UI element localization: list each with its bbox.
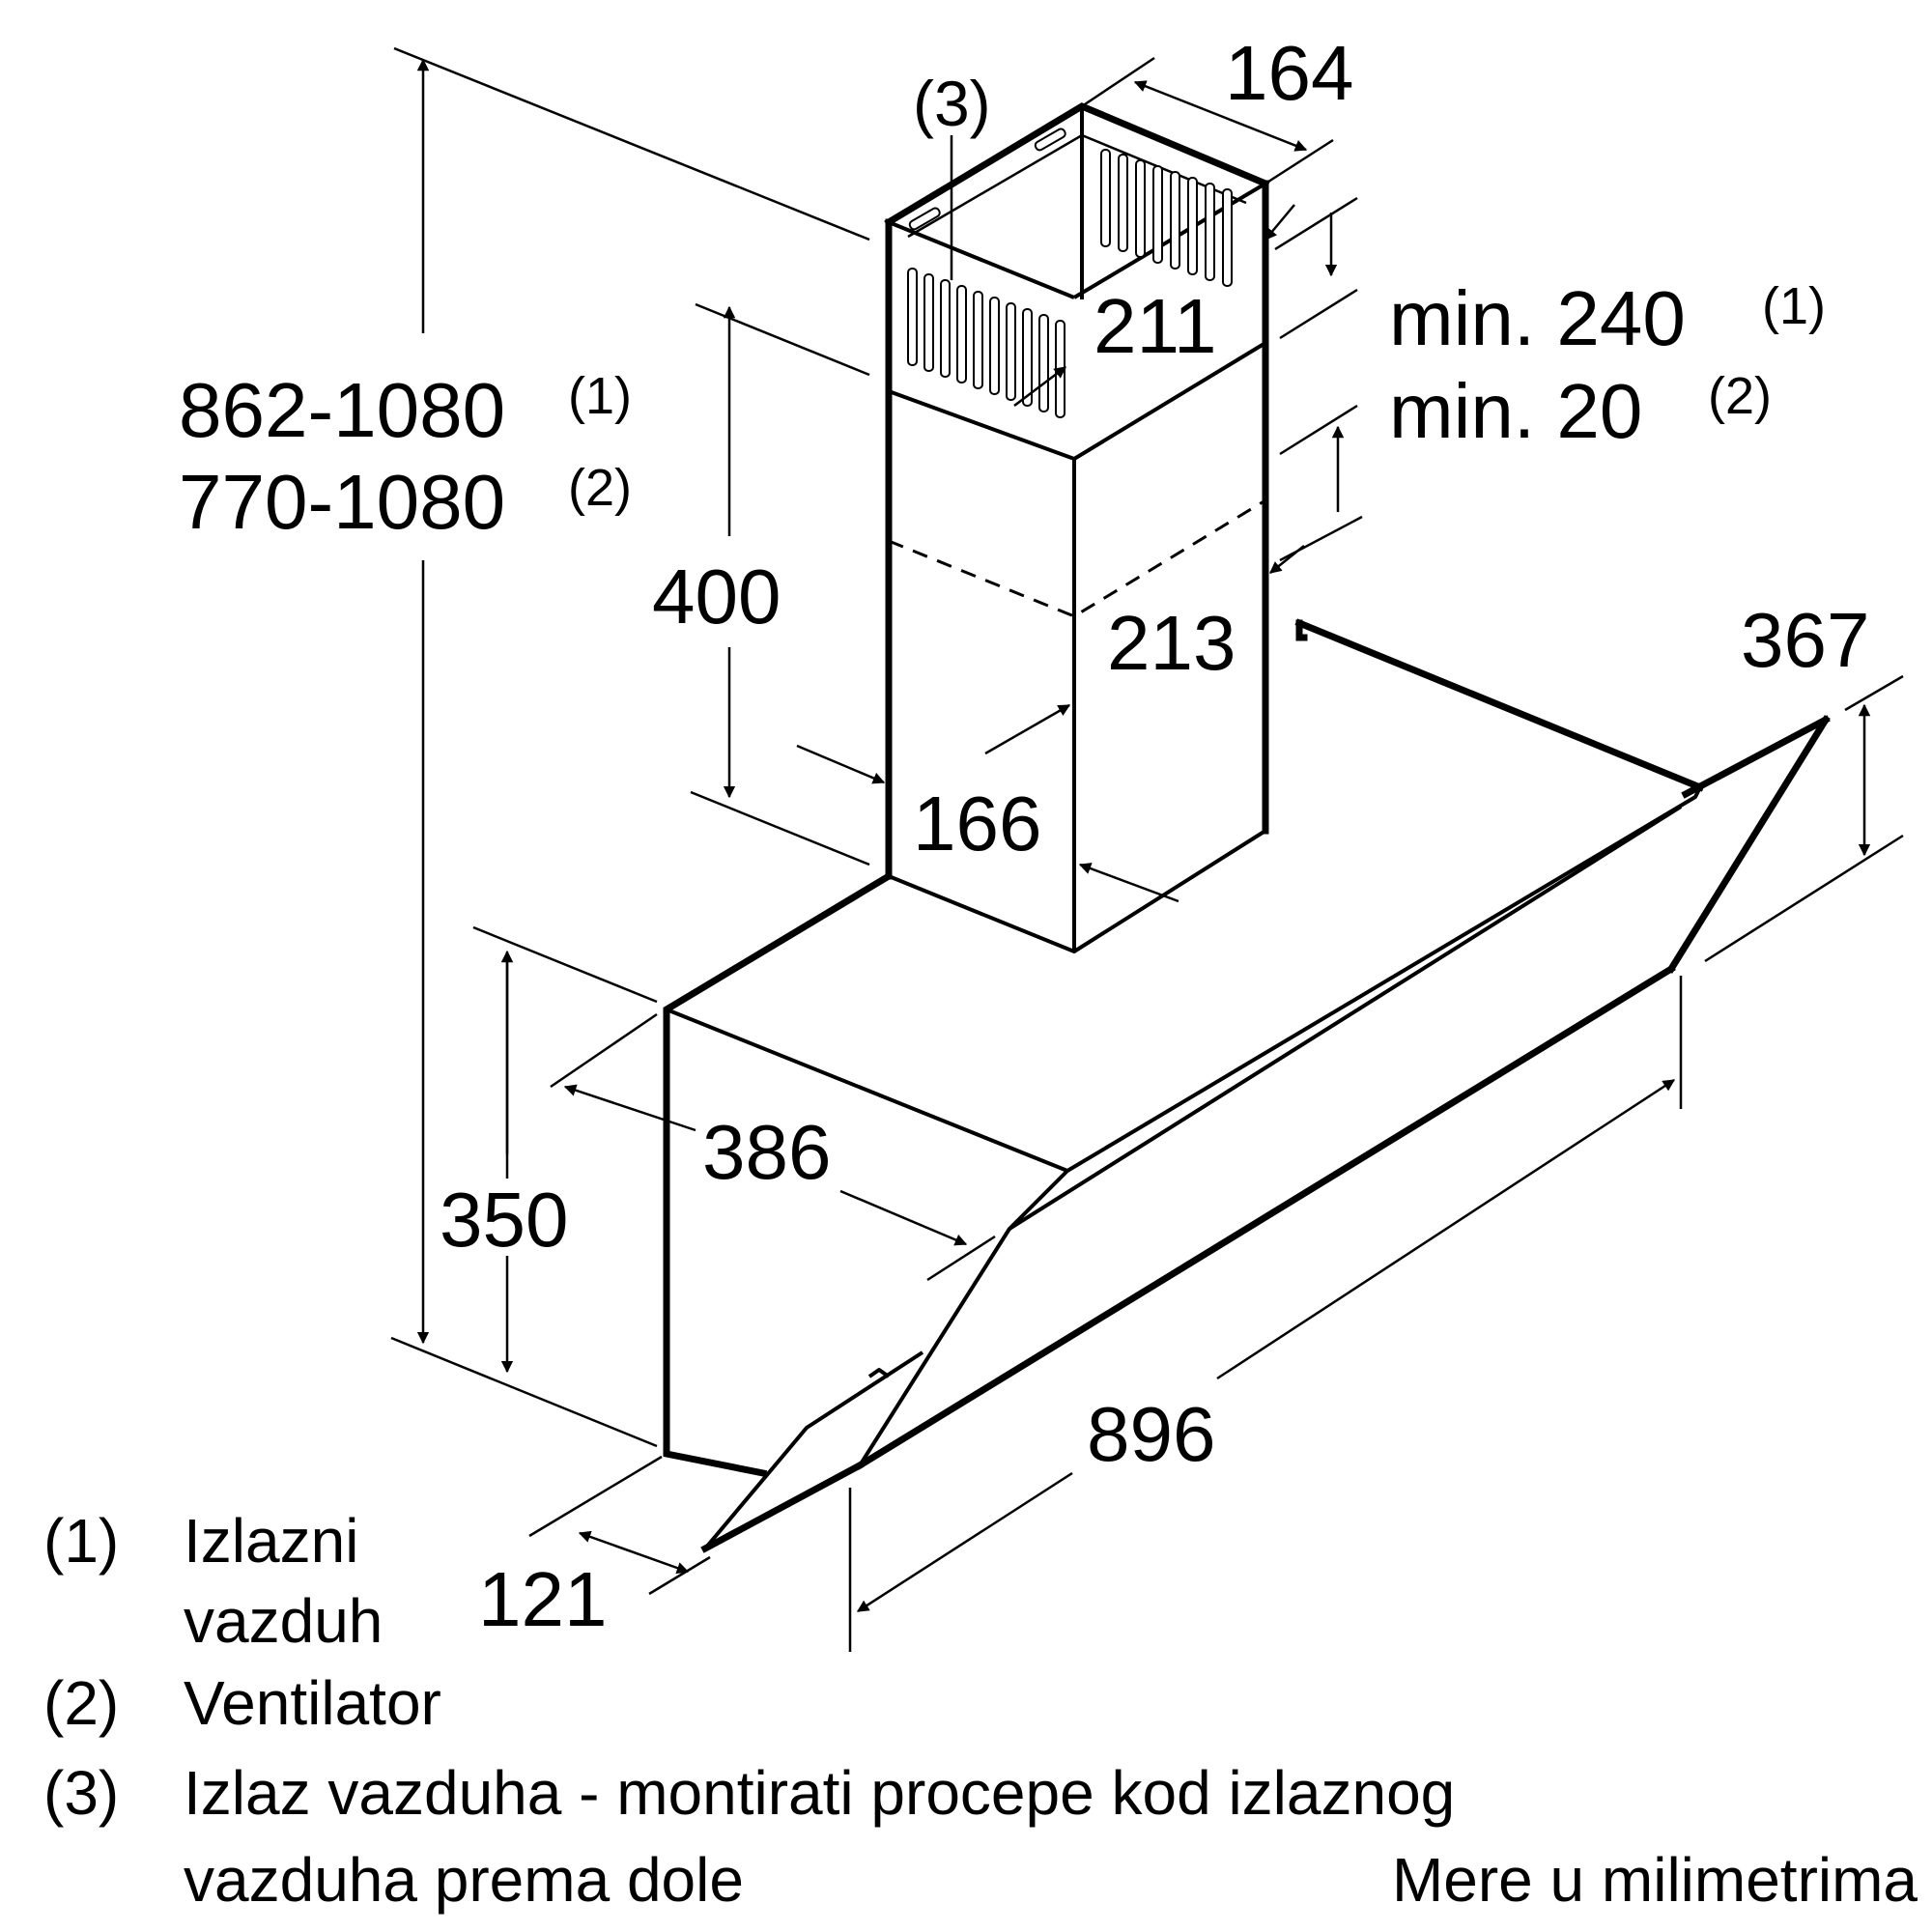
legend-item-3-number: (3)	[43, 1758, 119, 1828]
duct-vent-slots-front	[907, 268, 1065, 418]
dim-896	[848, 976, 1683, 1652]
legend-item-2-number: (2)	[43, 1668, 119, 1738]
legend-item-3-line2: vazduha prema dole	[184, 1845, 744, 1915]
dim-total-height	[390, 46, 870, 1448]
dim-166-label: 166	[913, 781, 1041, 867]
units-note: Mere u milimetrima	[1392, 1845, 1918, 1915]
min-240-sup: (1)	[1762, 277, 1826, 335]
dim-367-label: 367	[1741, 597, 1869, 683]
dim-896-label: 896	[1087, 1391, 1215, 1477]
dim-213-166	[796, 703, 1179, 903]
dim-213-label: 213	[1107, 600, 1236, 686]
total-height-1-label: 862-1080	[179, 367, 505, 453]
dim-350-label: 350	[440, 1177, 568, 1263]
legend: (1) Izlazni vazduh (2) Ventilator (3) Iz…	[43, 1506, 1918, 1915]
legend-item-1-number: (1)	[43, 1506, 119, 1576]
dim-164-label: 164	[1225, 30, 1353, 116]
dim-400-label: 400	[652, 554, 781, 639]
dim-164	[1081, 56, 1334, 185]
duct-top-slots	[908, 128, 1066, 231]
duct-vent-slots-side	[1100, 149, 1233, 287]
min-20-label: min. 20	[1389, 368, 1642, 454]
legend-item-2-text: Ventilator	[184, 1668, 441, 1738]
dim-min-gap	[1264, 196, 1363, 574]
legend-item-1-line1: Izlazni	[184, 1506, 358, 1576]
min-20-sup: (2)	[1708, 367, 1772, 425]
hood-body	[663, 618, 1831, 1553]
dim-121	[528, 1455, 711, 1596]
total-height-2-label: 770-1080	[179, 459, 505, 545]
dim-350	[472, 925, 658, 1374]
dim-400	[690, 302, 870, 867]
dim-386	[550, 1012, 996, 1282]
dim-121-label: 121	[478, 1556, 607, 1642]
legend-item-1-line2: vazduh	[184, 1586, 383, 1656]
legend-item-3-line1: Izlaz vazduha - montirati procepe kod iz…	[184, 1758, 1455, 1828]
chimney-duct	[884, 102, 1270, 953]
dim-386-label: 386	[702, 1109, 831, 1195]
min-240-label: min. 240	[1389, 275, 1686, 361]
dim-211-arrow	[1013, 366, 1066, 407]
callout-3-label: (3)	[913, 68, 991, 139]
total-height-2-sup: (2)	[568, 459, 632, 517]
dim-211-label: 211	[1094, 283, 1217, 369]
dim-367	[1704, 674, 1904, 963]
total-height-1-sup: (1)	[568, 367, 632, 425]
